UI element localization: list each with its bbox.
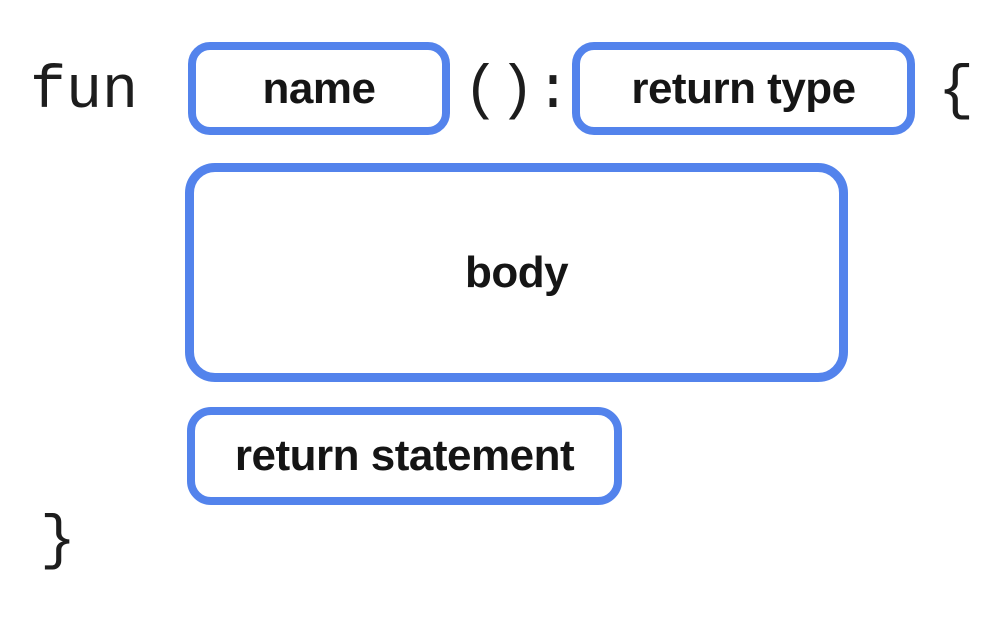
body-placeholder-box: body (185, 163, 848, 382)
return-statement-placeholder-label: return statement (234, 431, 575, 480)
parentheses-colon-token: (): (463, 58, 572, 126)
open-brace-token: { (938, 58, 975, 126)
name-placeholder-label: name (262, 63, 376, 113)
body-placeholder-label: body (464, 247, 569, 297)
return-type-placeholder-box: return type (572, 42, 915, 135)
name-placeholder-box: name (188, 42, 450, 135)
return-statement-placeholder-box: return statement (187, 407, 622, 505)
fun-keyword-token: fun (30, 58, 139, 126)
return-type-placeholder-label: return type (631, 63, 856, 113)
close-brace-token: } (40, 508, 77, 576)
